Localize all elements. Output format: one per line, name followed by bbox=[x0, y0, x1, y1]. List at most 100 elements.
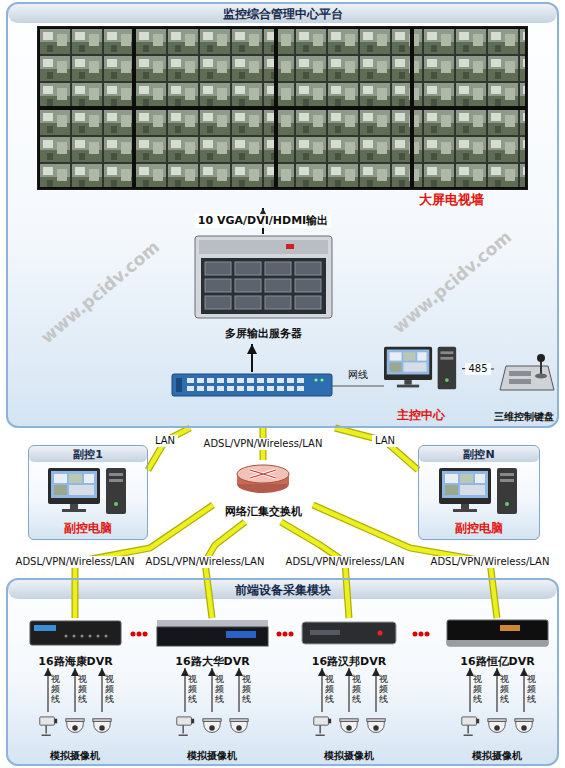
video-line-label: 视频线 bbox=[51, 675, 60, 705]
network-cable bbox=[332, 385, 384, 386]
server-chassis bbox=[201, 258, 326, 314]
bottom-panel-ground bbox=[8, 580, 557, 599]
video-line-label: 视频线 bbox=[105, 675, 114, 705]
camera-label: 模拟摄像机 bbox=[50, 750, 100, 764]
ellipsis-dots bbox=[425, 632, 430, 637]
camera-icon bbox=[314, 717, 331, 735]
camera-group: 模拟摄像机 bbox=[167, 712, 257, 764]
ellipsis-dots bbox=[413, 632, 418, 637]
link-label: LAN bbox=[372, 435, 398, 447]
link-label: 485 bbox=[465, 363, 490, 375]
ellipsis-dots bbox=[143, 632, 148, 637]
server-chassis bbox=[205, 296, 231, 309]
dvr-recorder bbox=[65, 635, 68, 638]
video-cable bbox=[348, 668, 349, 712]
dvr-recorder bbox=[30, 620, 548, 646]
network-switch bbox=[186, 377, 306, 393]
dvr-recorder bbox=[310, 630, 340, 635]
server-chassis bbox=[235, 262, 261, 275]
ellipsis-dots bbox=[419, 632, 424, 637]
server-label: 多屏输出服务器 bbox=[225, 327, 302, 340]
bottom-panel-ground bbox=[6, 578, 559, 766]
video-cable bbox=[496, 668, 497, 712]
server-chassis bbox=[265, 262, 291, 275]
ellipsis-dots bbox=[137, 632, 142, 637]
server-chassis bbox=[286, 244, 294, 249]
dvr-recorder bbox=[34, 625, 56, 631]
control-keyboard bbox=[509, 379, 531, 384]
control-keyboard bbox=[535, 374, 547, 379]
video-cable bbox=[238, 668, 239, 712]
network-switch bbox=[314, 378, 317, 381]
box-heading: 副控1 bbox=[73, 446, 103, 461]
dvr-recorder bbox=[65, 635, 108, 638]
server-chassis bbox=[265, 296, 291, 309]
dvr-label: 16路恒亿DVR bbox=[460, 655, 534, 668]
wireless-link bbox=[148, 428, 190, 470]
ellipsis-dots bbox=[277, 632, 282, 637]
network-switch bbox=[176, 378, 182, 392]
wall-label: 大屏电视墙 bbox=[419, 192, 528, 208]
video-line-label: 视频线 bbox=[242, 675, 251, 705]
video-line-label: 视频线 bbox=[500, 675, 509, 705]
video-wall-screens bbox=[39, 28, 133, 107]
video-cable bbox=[47, 668, 48, 712]
ellipsis-dots bbox=[131, 632, 430, 637]
video-cable bbox=[101, 668, 102, 712]
camera-icon bbox=[462, 717, 479, 735]
wire-label: 网线 bbox=[348, 369, 368, 381]
camera-group: 模拟摄像机 bbox=[452, 712, 542, 764]
server-chassis bbox=[265, 279, 291, 292]
dvr-label: 16路汉邦DVR bbox=[312, 655, 386, 668]
video-cable bbox=[321, 668, 322, 712]
network-switch bbox=[172, 374, 332, 396]
pc-label: 副控电脑 bbox=[455, 521, 503, 539]
video-cable bbox=[74, 668, 75, 712]
video-cable bbox=[184, 668, 185, 712]
video-line-label: 视频线 bbox=[473, 675, 482, 705]
center-label: 主控中心 bbox=[397, 408, 445, 422]
dvr-box: 16路恒亿DVR bbox=[445, 618, 550, 668]
control-pc: 主控中心 bbox=[380, 340, 462, 422]
dvr-recorder bbox=[447, 620, 548, 646]
router-node: 网络汇集交换机 bbox=[213, 460, 313, 522]
watermark: www.pcidv.com bbox=[37, 237, 164, 348]
video-line-label: 视频线 bbox=[379, 675, 388, 705]
dvr-recorder bbox=[157, 627, 268, 646]
camera-icon bbox=[40, 717, 57, 735]
server-box: 多屏输出服务器 bbox=[190, 234, 336, 340]
camera-icon bbox=[230, 719, 248, 733]
video-cable bbox=[469, 668, 470, 712]
server-chassis bbox=[295, 296, 321, 309]
camera-icon bbox=[203, 719, 221, 733]
sub-control-ground bbox=[28, 445, 540, 540]
camera-group: 模拟摄像机 bbox=[30, 712, 120, 764]
box-heading: 副控N bbox=[463, 446, 494, 461]
video-wall: 大屏电视墙 bbox=[37, 24, 528, 208]
video-line-label: 视频线 bbox=[78, 675, 87, 705]
server-chassis bbox=[195, 236, 332, 318]
network-switch bbox=[172, 374, 332, 396]
server-chassis bbox=[195, 236, 332, 318]
video-cable bbox=[523, 668, 524, 712]
dvr-recorder bbox=[105, 635, 108, 638]
network-switch bbox=[320, 378, 323, 381]
sub-control-ground bbox=[418, 445, 540, 540]
link-label: ADSL/VPN/Wireless/LAN bbox=[13, 556, 138, 568]
server-chassis bbox=[295, 262, 321, 275]
top-panel-ground bbox=[6, 2, 559, 428]
camera-icon bbox=[367, 719, 385, 733]
bolt-outline bbox=[281, 522, 349, 618]
bolt-outline bbox=[205, 522, 245, 618]
video-line-label: 视频线 bbox=[352, 675, 361, 705]
sub-pc-icon bbox=[439, 468, 517, 514]
dvr-recorder bbox=[500, 625, 520, 631]
control-keyboard bbox=[537, 354, 545, 362]
sub-pc-icon bbox=[48, 468, 126, 514]
video-line-label: 视频线 bbox=[215, 675, 224, 705]
video-wall-screens bbox=[277, 28, 411, 107]
dvr-recorder bbox=[97, 635, 100, 638]
video-cable bbox=[211, 668, 212, 712]
bolt-outline-group bbox=[75, 428, 497, 618]
